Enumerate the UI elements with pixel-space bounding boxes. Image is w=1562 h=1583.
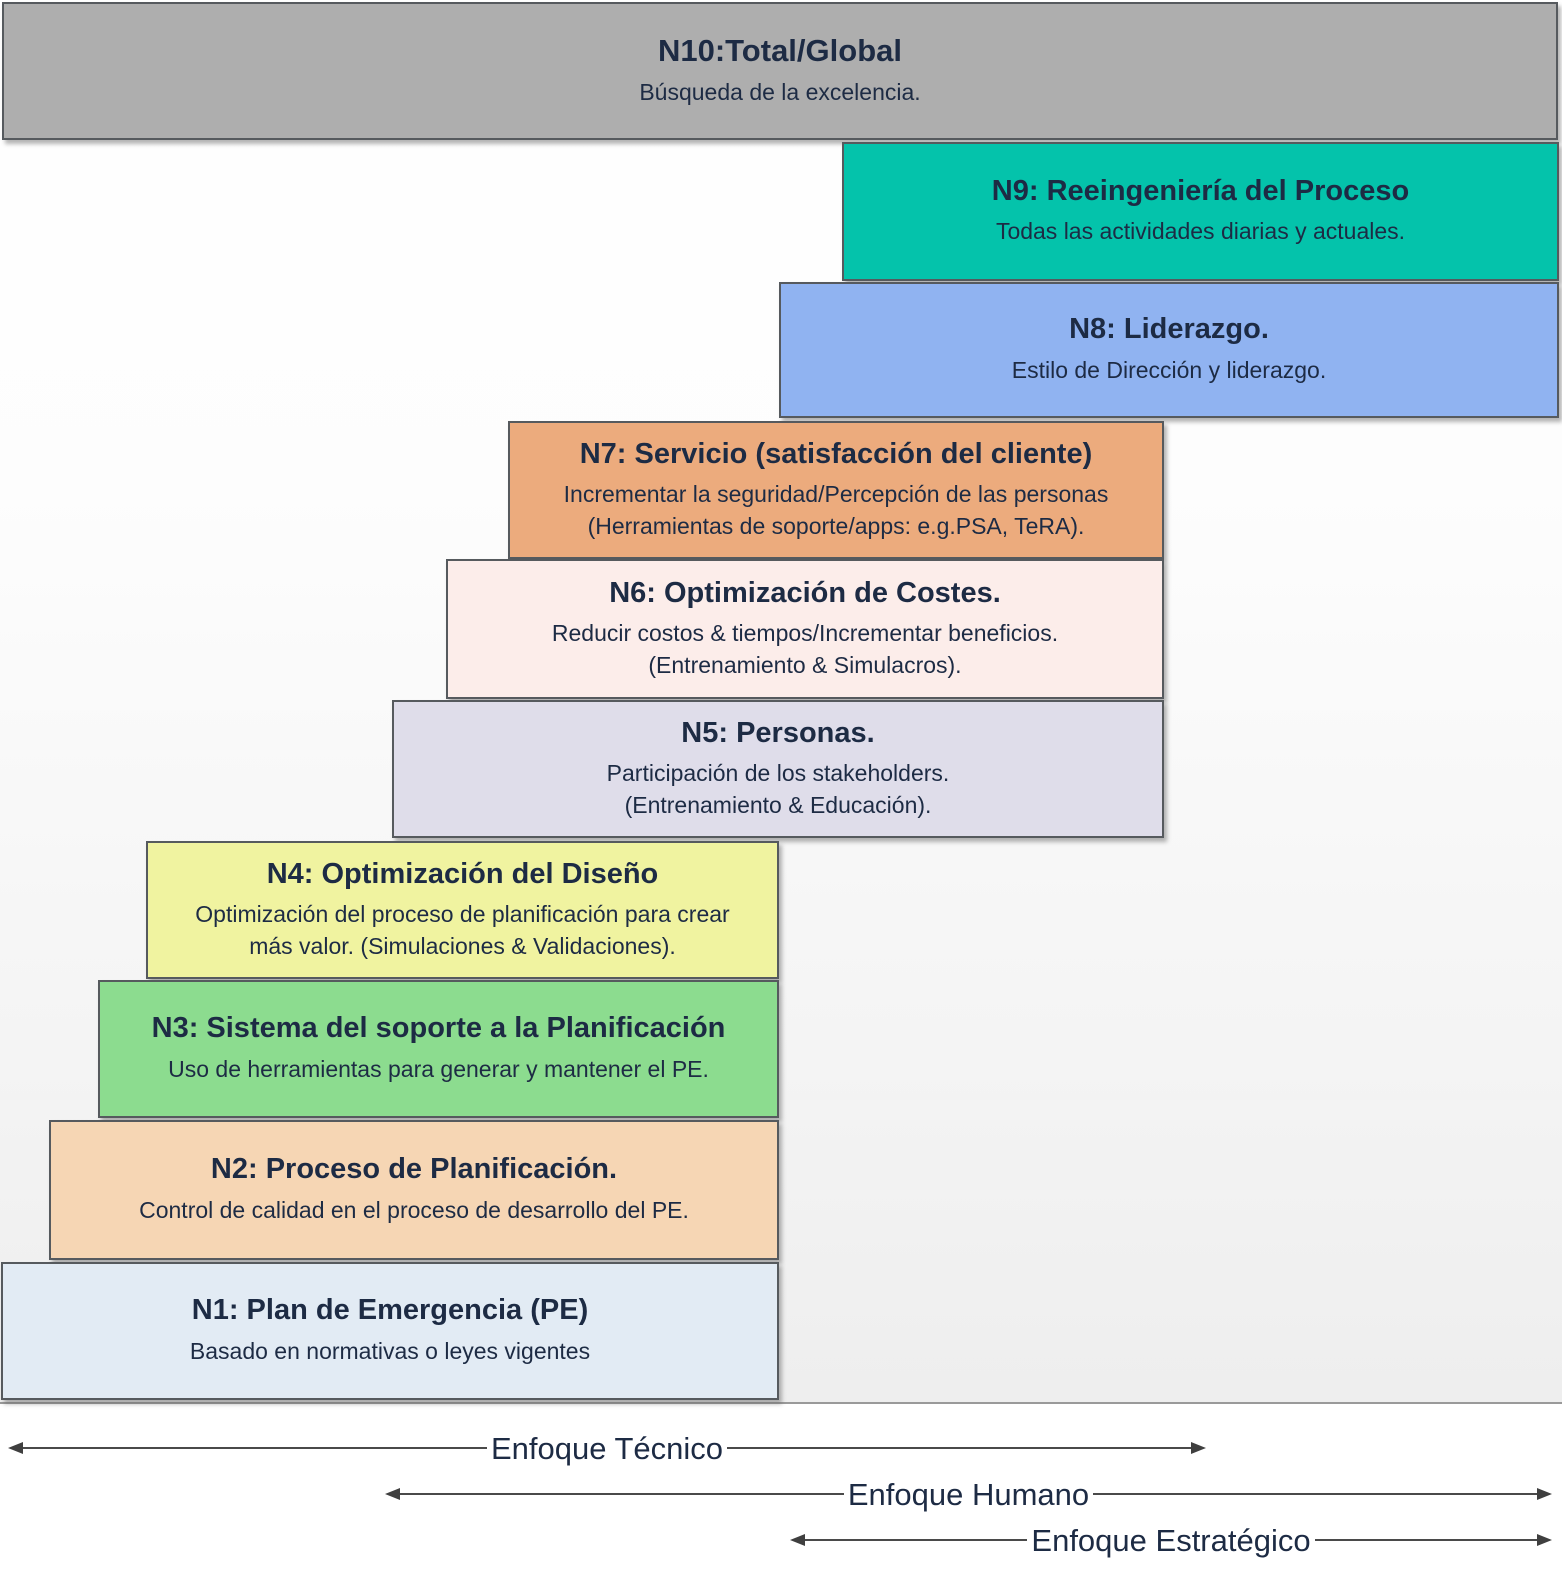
level-desc: Basado en normativas o leyes vigentes xyxy=(189,1337,591,1364)
level-n3: N3: Sistema del soporte a la Planificaci… xyxy=(98,980,779,1118)
level-desc: Participación de los stakeholders. (Entr… xyxy=(606,759,950,818)
level-n6: N6: Optimización de Costes. Reducir cost… xyxy=(446,559,1164,699)
axis-label: Enfoque Humano xyxy=(847,1476,1090,1512)
level-title: N2: Proceso de Planificación. xyxy=(210,1153,618,1186)
arrow-left-icon xyxy=(385,1488,400,1500)
level-n10: N10:Total/Global Búsqueda de la excelenc… xyxy=(2,2,1558,140)
level-desc: Uso de herramientas para generar y mante… xyxy=(168,1055,709,1082)
level-title: N8: Liderazgo. xyxy=(1069,313,1269,346)
level-desc: Optimización del proceso de planificació… xyxy=(195,900,730,959)
axis-enfoque-humano: Enfoque Humano xyxy=(385,1475,1552,1513)
level-desc: Estilo de Dirección y liderazgo. xyxy=(1011,356,1327,383)
level-title: N4: Optimización del Diseño xyxy=(266,857,659,890)
arrow-right-icon xyxy=(1191,1442,1206,1454)
level-n5: N5: Personas. Participación de los stake… xyxy=(392,700,1164,838)
level-n2: N2: Proceso de Planificación. Control de… xyxy=(49,1120,779,1260)
axis-line xyxy=(727,1447,1191,1449)
axis-line xyxy=(1314,1539,1537,1541)
arrow-right-icon xyxy=(1537,1534,1552,1546)
axis-line xyxy=(1093,1493,1537,1495)
axis-label: Enfoque Técnico xyxy=(490,1430,724,1466)
level-title: N5: Personas. xyxy=(681,716,875,749)
level-n9: N9: Reeingeniería del Proceso Todas las … xyxy=(842,142,1559,281)
level-n1: N1: Plan de Emergencia (PE) Basado en no… xyxy=(1,1262,779,1400)
level-desc: Reducir costos & tiempos/Incrementar ben… xyxy=(551,619,1059,678)
axis-enfoque-tecnico: Enfoque Técnico xyxy=(8,1429,1206,1467)
axis-enfoque-estrategico: Enfoque Estratégico xyxy=(790,1521,1552,1559)
axis-line xyxy=(805,1539,1028,1541)
axis-label: Enfoque Estratégico xyxy=(1031,1522,1311,1558)
level-title: N7: Servicio (satisfacción del cliente) xyxy=(579,437,1093,470)
level-title: N6: Optimización de Costes. xyxy=(609,576,1001,609)
arrow-left-icon xyxy=(8,1442,23,1454)
level-desc: Incrementar la seguridad/Percepción de l… xyxy=(563,480,1109,539)
level-desc: Control de calidad en el proceso de desa… xyxy=(139,1196,689,1223)
level-title: N3: Sistema del soporte a la Planificaci… xyxy=(151,1012,726,1045)
level-title: N9: Reeingeniería del Proceso xyxy=(991,174,1410,207)
level-title: N10:Total/Global xyxy=(657,33,902,69)
level-n4: N4: Optimización del Diseño Optimización… xyxy=(146,841,779,979)
axis-line xyxy=(23,1447,487,1449)
level-title: N1: Plan de Emergencia (PE) xyxy=(191,1294,589,1327)
level-desc: Búsqueda de la excelencia. xyxy=(639,78,921,105)
arrow-left-icon xyxy=(790,1534,805,1546)
arrow-right-icon xyxy=(1537,1488,1552,1500)
level-n7: N7: Servicio (satisfacción del cliente) … xyxy=(508,421,1164,559)
level-desc: Todas las actividades diarias y actuales… xyxy=(995,218,1406,245)
axis-line xyxy=(400,1493,844,1495)
level-n8: N8: Liderazgo. Estilo de Dirección y lid… xyxy=(779,282,1559,418)
